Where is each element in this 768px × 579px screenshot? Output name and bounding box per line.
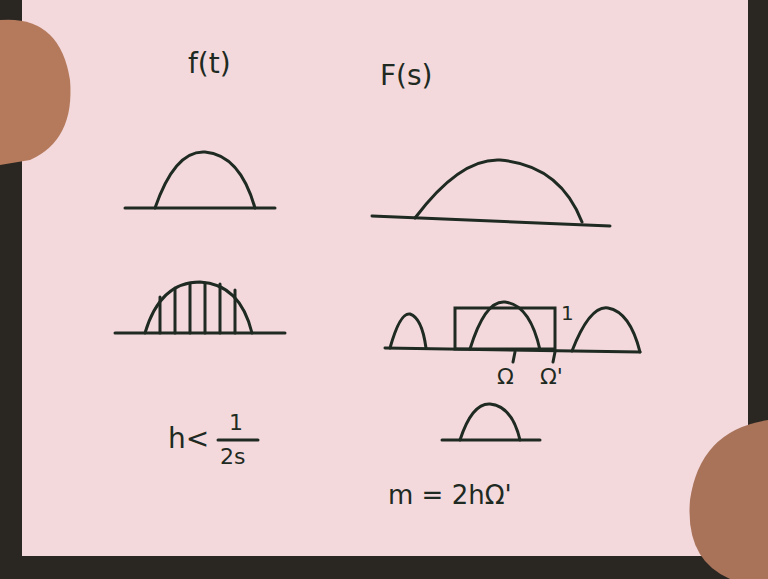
handwritten-label: 2s bbox=[220, 446, 245, 468]
handwritten-label: Ω bbox=[497, 366, 514, 388]
handwritten-label: m = 2hΩ' bbox=[388, 482, 512, 508]
handwritten-label: f(t) bbox=[188, 50, 231, 78]
handwritten-label: 1 bbox=[229, 412, 243, 434]
handwritten-label: F(s) bbox=[380, 62, 433, 90]
handwritten-label: 1 bbox=[561, 303, 574, 323]
handwritten-label: Ω' bbox=[540, 366, 563, 388]
handwritten-label: h< bbox=[168, 425, 209, 453]
